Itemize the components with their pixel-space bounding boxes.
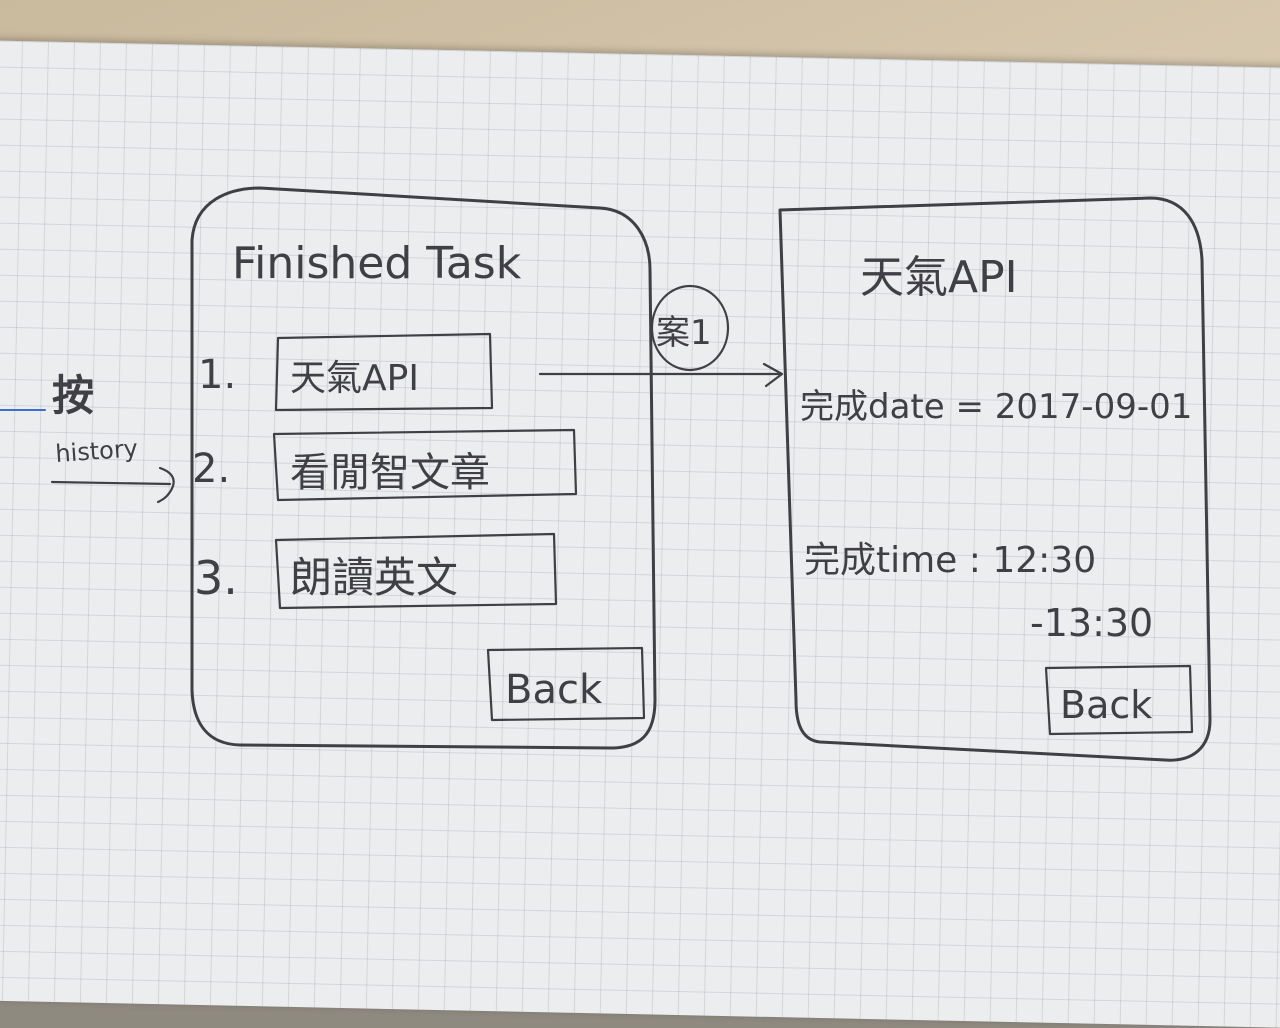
list-item-2-box[interactable] [272,428,578,502]
completed-time: 完成time : 12:30 [804,540,1096,581]
list-item-1-label: 天氣API [290,358,419,399]
list-item-1-box[interactable] [274,332,494,412]
navigation-arrow-head [762,362,784,388]
side-note-char: 按 [52,371,94,420]
arrow-label: 案1 [656,313,712,353]
right-screen-title: 天氣API [860,252,1018,303]
list-item-3-box[interactable] [274,532,558,610]
side-note-text: history [54,434,138,468]
list-item-3-label: 朗讀英文 [290,553,458,602]
wireframe-sketch: Finished Task 1. 天氣API 2. 看閒智文章 3. 朗讀英文 … [0,186,1212,762]
left-back-label: Back [505,667,603,713]
list-item-number: 3. [194,551,238,605]
history-arrow-line [50,480,172,486]
list-item-number: 2. [192,446,230,492]
left-back-button[interactable] [486,646,646,722]
left-phone-frame [190,186,657,750]
list-item-2-label: 看閒智文章 [290,450,490,496]
list-item-number: 1. [198,352,236,398]
completed-time-end: -13:30 [1030,601,1153,645]
right-back-button[interactable] [1044,664,1194,736]
right-back-label: Back [1060,683,1152,727]
history-arrow-head [156,466,175,504]
completed-date: 完成date = 2017-09-01 [800,387,1192,427]
right-phone-frame [778,196,1212,762]
arrow-label-circle [650,284,730,372]
left-screen-title: Finished Task [232,238,522,289]
